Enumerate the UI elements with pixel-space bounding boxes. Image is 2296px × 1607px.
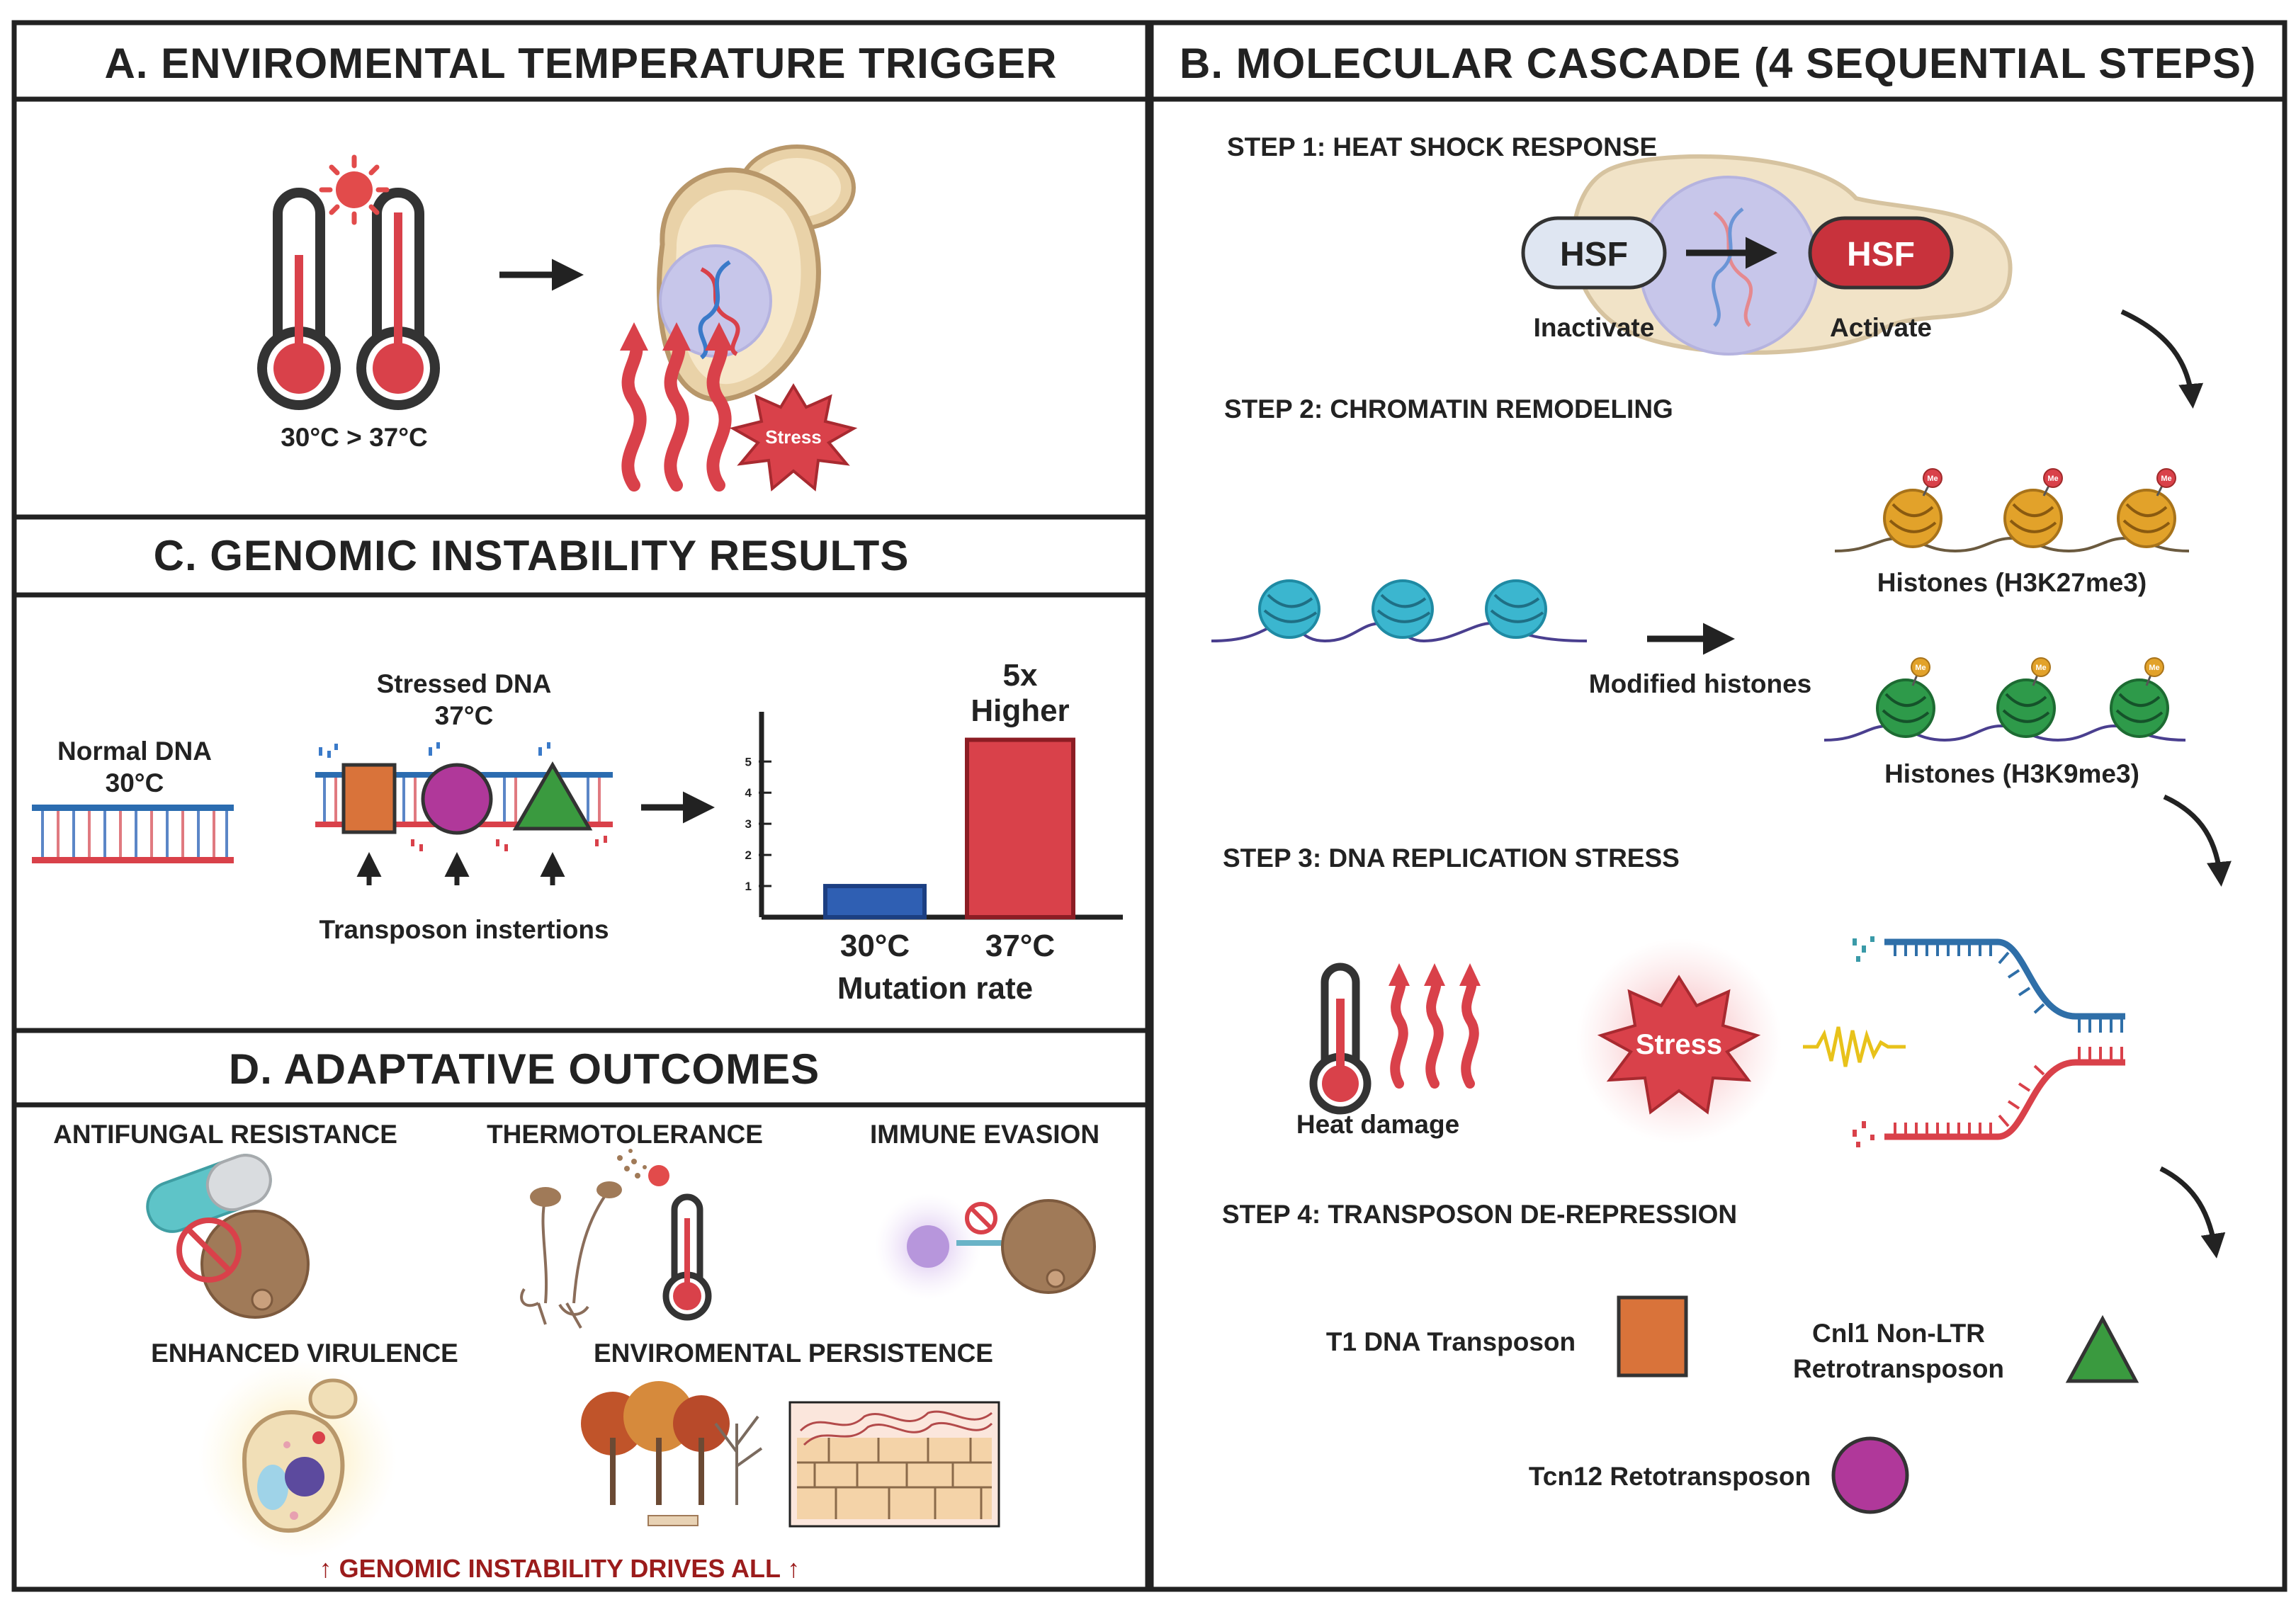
stress-burst-icon: Stress: [729, 383, 858, 492]
histones-h3k27me3-icon: Me Me Me: [1834, 468, 2190, 553]
histones-h3k9me3-icon: Me Me Me: [1823, 657, 2186, 742]
normal-dna-temp: 30°C: [106, 768, 164, 797]
inactivate-label: Inactivate: [1534, 313, 1655, 342]
stressed-dna-icon: [315, 742, 613, 885]
modified-histones-label: Modified histones: [1589, 669, 1812, 698]
sun-icon-small: [648, 1165, 669, 1186]
replication-fork-icon: [1853, 936, 2125, 1147]
chromatin-fiber-teal: [1211, 579, 1588, 643]
normal-dna-icon: [32, 805, 234, 863]
temperature-label: 30°C > 37°C: [281, 423, 428, 452]
chart-y-tick-label: 1: [745, 880, 752, 893]
hsf-active-text: HSF: [1847, 236, 1915, 273]
environmental-persistence-label: ENVIROMENTAL PERSISTENCE: [594, 1339, 993, 1368]
step1-to-step2-arrow: [2120, 309, 2204, 409]
step2-title: STEP 2: CHROMATIN REMODELING: [1224, 394, 1673, 424]
thermotolerance-label: THERMOTOLERANCE: [487, 1120, 763, 1149]
cnl1-label-line1: Cnl1 Non-LTR: [1812, 1319, 1985, 1348]
chart-y-tick-label: 2: [745, 848, 752, 862]
pill-capsule-icon: [146, 1154, 272, 1233]
heat-waves-icon: [620, 322, 733, 492]
chart-annotation-5x: 5x: [1003, 658, 1038, 693]
prohibition-small-icon: [965, 1202, 997, 1234]
chart-x-tick-label: 37°C: [985, 929, 1055, 963]
chart-y-tick-label: 4: [745, 786, 752, 800]
step3-to-step4-arrow: [2159, 1166, 2226, 1259]
hsf-active-node: HSF: [1808, 216, 1954, 290]
step4-title: STEP 4: TRANSPOSON DE-REPRESSION: [1222, 1200, 1737, 1229]
h3k9me3-label: Histones (H3K9me3): [1884, 759, 2139, 788]
thermometer-icon: [257, 188, 341, 410]
panel-b-title: B. MOLECULAR CASCADE (4 SEQUENTIAL STEPS…: [1180, 40, 2256, 87]
stressed-dna-label: Stressed DNA: [377, 669, 552, 698]
biofilm-icon: [788, 1401, 1000, 1528]
me-tag-5: Me: [2035, 664, 2046, 672]
me-tag-6: Me: [2149, 664, 2159, 672]
stress-label: Stress: [765, 426, 822, 448]
chart-bar: [965, 737, 1075, 919]
hsf-inactive-text: HSF: [1560, 236, 1628, 273]
t1-transposon-square: [1617, 1295, 1688, 1378]
tcn12-circle: [1831, 1436, 1909, 1514]
virulent-cell-icon: [198, 1360, 397, 1558]
step3-title: STEP 3: DNA REPLICATION STRESS: [1223, 844, 1680, 873]
thermometer-heat-icon: [1309, 963, 1372, 1115]
immune-cell-icon: [875, 1193, 981, 1300]
stress-large-label: Stress: [1636, 1029, 1722, 1060]
t1-transposon-label: T1 DNA Transposon: [1326, 1327, 1576, 1356]
antifungal-resistance-label: ANTIFUNGAL RESISTANCE: [53, 1120, 397, 1149]
step1-title: STEP 1: HEAT SHOCK RESPONSE: [1227, 132, 1657, 161]
panel-d-title: D. ADAPTATIVE OUTCOMES: [229, 1045, 820, 1093]
normal-dna-label: Normal DNA: [57, 737, 212, 766]
cnl1-label-line2: Retrotransposon: [1793, 1354, 2004, 1383]
panel-frames: [11, 20, 2287, 1592]
chart-y-tick-label: 5: [745, 755, 752, 768]
chart-y-tick-label: 3: [745, 817, 752, 831]
chart-bar: [823, 884, 927, 919]
panel-c: Normal DNA 30°C Stressed DNA 37°C: [32, 658, 1123, 1006]
insertion-arrows: [356, 852, 565, 885]
genomic-instability-footer: ↑ GENOMIC INSTABILITY DRIVES ALL ↑: [319, 1554, 801, 1583]
sun-icon: [319, 154, 390, 225]
fungal-cell-small-icon: [1001, 1199, 1096, 1294]
activate-label: Activate: [1830, 313, 1932, 342]
stressed-dna-temp: 37°C: [435, 701, 494, 730]
me-tag-4: Me: [1915, 664, 1925, 672]
panel-d: ANTIFUNGAL RESISTANCE THERMOTOLERANCE IM…: [53, 1120, 1099, 1583]
stress-signal-icon: [1803, 1026, 1906, 1067]
trees-icon: [581, 1381, 765, 1526]
step2-to-step3-arrow: [2163, 794, 2232, 887]
chart-x-axis-label: Mutation rate: [837, 971, 1033, 1006]
stress-burst-large-icon: Stress: [1576, 938, 1782, 1144]
hsf-inactive-node: HSF: [1521, 216, 1667, 290]
purple-circle-transposon: [421, 763, 493, 835]
chart-annotation-higher: Higher: [971, 693, 1069, 728]
panel-a: 30°C > 37°C Stress: [257, 144, 858, 492]
mutation-rate-chart: 1 2 3 4 5 30°C 37°C Mutation rate: [745, 712, 1123, 1006]
heat-damage-label: Heat damage: [1296, 1110, 1459, 1139]
orange-square-transposon: [341, 763, 397, 834]
prohibition-icon: [176, 1217, 242, 1283]
me-tag-1: Me: [1927, 475, 1938, 483]
fungal-hyphae-icon: [520, 1149, 647, 1329]
panel-a-title: A. ENVIROMENTAL TEMPERATURE TRIGGER: [104, 40, 1057, 87]
chart-x-tick-label: 30°C: [840, 929, 910, 963]
tcn12-label: Tcn12 Retotransposon: [1529, 1462, 1811, 1491]
panel-b: STEP 1: HEAT SHOCK RESPONSE HSF HSF Inac…: [1211, 132, 2232, 1514]
h3k27me3-label: Histones (H3K27me3): [1877, 568, 2147, 597]
panel-c-title: C. GENOMIC INSTABILITY RESULTS: [154, 532, 910, 579]
green-triangle-transposon: [512, 761, 593, 831]
me-tag-2: Me: [2047, 475, 2058, 483]
heat-waves-step3-icon: [1389, 963, 1481, 1089]
yeast-cell-icon: [657, 144, 856, 402]
thermometer-small-icon: [662, 1193, 712, 1321]
cnl1-triangle: [2065, 1314, 2139, 1383]
thermometer-hot-icon: [356, 188, 440, 410]
me-tag-3: Me: [2161, 475, 2171, 483]
immune-evasion-label: IMMUNE EVASION: [870, 1120, 1099, 1149]
fungal-cell-icon: [200, 1210, 310, 1319]
transposon-insertions-label: Transposon instertions: [319, 915, 609, 944]
